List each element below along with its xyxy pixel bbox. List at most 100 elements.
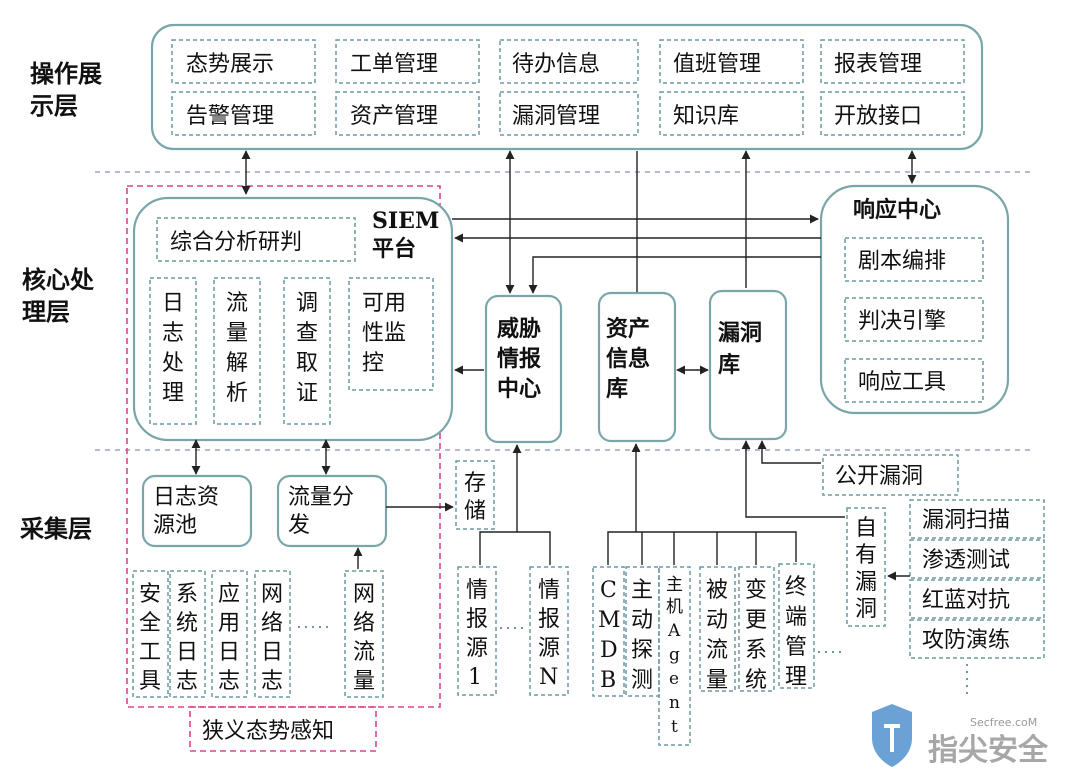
asset-sources: C M D B 主 动 探 测 主 机 A g e n t 被 动 流 量 变 … — [592, 563, 842, 746]
log-sources: 安 全 工 具 系 统 日 志 应 用 日 志 网 络 日 志 网 络 流 量 — [132, 570, 384, 698]
display-module-box[interactable] — [171, 39, 316, 84]
log-source-char: 日 — [176, 640, 198, 665]
vuln-method-box[interactable] — [909, 619, 1045, 659]
arrow-public-vuln — [757, 440, 821, 464]
display-module-duty: 值班管理 — [673, 52, 761, 77]
storage-char: 存 — [464, 471, 486, 496]
analysis-box[interactable] — [156, 217, 356, 262]
display-module-report: 报表管理 — [834, 52, 922, 77]
vuln-method-box[interactable] — [909, 499, 1045, 539]
asset-source-char: D — [600, 638, 618, 663]
watermark-brand: 指尖安全 — [928, 733, 1049, 768]
vuln-db-line: 库 — [718, 353, 740, 378]
display-module-box[interactable] — [335, 39, 480, 84]
network-traffic-char: 络 — [353, 611, 375, 636]
vuln-method-pentest: 渗透测试 — [922, 548, 1010, 573]
log-source-char: 具 — [139, 669, 161, 694]
threat-intel-center[interactable] — [484, 294, 563, 444]
siem-module-traffic[interactable] — [213, 277, 261, 425]
log-source-char: 统 — [176, 611, 198, 636]
asset-source-char: 变 — [745, 578, 767, 603]
intel-source-char: 情 — [538, 578, 560, 603]
display-module-box[interactable] — [335, 91, 480, 136]
public-vuln-label: 公开漏洞 — [835, 464, 923, 489]
asset-source-char: 理 — [785, 665, 807, 690]
display-module-box[interactable] — [820, 91, 965, 136]
public-vuln-box[interactable] — [822, 454, 959, 496]
log-resource-pool[interactable] — [141, 474, 253, 548]
arrow-own-vuln — [741, 440, 845, 518]
log-source-char: 全 — [139, 611, 161, 636]
log-source-char: 络 — [261, 611, 283, 636]
asset-source-char: 机 — [666, 597, 683, 617]
log-source-app-logs[interactable] — [211, 570, 248, 698]
own-vuln-char: 自 — [855, 516, 877, 541]
intel-source-1[interactable] — [457, 566, 497, 696]
asset-source-cmdb[interactable] — [592, 566, 625, 697]
storage-box[interactable] — [455, 460, 495, 530]
intel-source-n[interactable] — [529, 566, 569, 696]
intel-source-char: N — [539, 665, 558, 690]
asset-db-line: 资产 — [606, 317, 650, 342]
vuln-method-box[interactable] — [909, 539, 1045, 579]
siem-module-forensics[interactable] — [283, 277, 331, 425]
siem-module-availability-line: 可用 — [362, 291, 406, 316]
siem-title-1: SIEM — [372, 208, 439, 234]
display-module-box[interactable] — [659, 39, 804, 84]
display-module-box[interactable] — [659, 91, 804, 136]
siem-module-availability[interactable] — [348, 277, 434, 391]
traffic-distribution[interactable] — [276, 474, 388, 548]
traffic-dist-line: 发 — [288, 513, 310, 538]
network-traffic-char: 量 — [353, 669, 375, 694]
log-source-network-logs[interactable] — [254, 570, 291, 698]
display-module-ticket: 工单管理 — [350, 52, 438, 77]
siem-module-traffic-char: 流 — [226, 291, 248, 316]
siem-title-2: 平台 — [372, 236, 416, 262]
asset-source-host-agent[interactable] — [658, 566, 691, 746]
layer-label-display-2: 示层 — [30, 92, 78, 120]
asset-source-char: 终 — [785, 575, 807, 600]
own-vuln-box[interactable] — [846, 507, 886, 627]
log-source-security-tools[interactable] — [132, 570, 169, 698]
asset-source-passive-traffic[interactable] — [699, 566, 736, 692]
network-traffic-source[interactable] — [344, 570, 384, 698]
log-source-char: 志 — [218, 669, 240, 694]
siem-module-log-char: 处 — [162, 351, 184, 376]
asset-source-active-scan[interactable] — [625, 566, 660, 697]
intel-source-char: 情 — [466, 578, 488, 603]
asset-info-db[interactable] — [597, 291, 677, 443]
log-pool-line: 日志资 — [153, 485, 219, 510]
narrow-sa-label-box — [189, 706, 377, 752]
vuln-db-line: 漏洞 — [718, 320, 762, 346]
asset-source-char: 更 — [745, 608, 767, 633]
asset-source-change-system[interactable] — [738, 566, 775, 692]
asset-source-char: 流 — [706, 638, 728, 663]
vuln-db[interactable] — [708, 289, 788, 441]
intel-source-char: 报 — [466, 607, 488, 632]
layer-label-core-2: 理层 — [22, 298, 70, 326]
asset-source-char: 主 — [666, 575, 683, 595]
display-module-open-api: 开放接口 — [834, 104, 922, 129]
display-row-1: 态势展示 工单管理 待办信息 值班管理 报表管理 — [171, 39, 965, 84]
watermark: Secfree.coM 指尖安全 — [872, 704, 1049, 768]
layer-label-collect: 采集层 — [20, 515, 92, 543]
asset-source-char: A — [667, 621, 681, 641]
log-source-char: 网 — [261, 582, 283, 607]
asset-source-char: 测 — [631, 668, 653, 693]
siem-module-log[interactable] — [149, 277, 197, 425]
asset-db-line: 信息 — [606, 346, 650, 372]
asset-db-line: 库 — [606, 377, 628, 402]
display-module-situation: 态势展示 — [186, 52, 274, 77]
vuln-method-red-blue: 红蓝对抗 — [922, 588, 1010, 613]
asset-source-char: 端 — [785, 605, 807, 630]
display-module-box[interactable] — [171, 91, 316, 136]
log-source-system-logs[interactable] — [169, 570, 206, 698]
asset-source-endpoint-mgmt[interactable] — [778, 563, 815, 689]
analysis-label: 综合分析研判 — [170, 230, 302, 255]
siem-module-forensics-char: 证 — [296, 381, 318, 406]
display-module-box[interactable] — [820, 39, 965, 84]
vuln-method-drill: 攻防演练 — [922, 628, 1010, 653]
vuln-method-box[interactable] — [909, 579, 1045, 619]
arrow-response-threat — [528, 256, 821, 294]
